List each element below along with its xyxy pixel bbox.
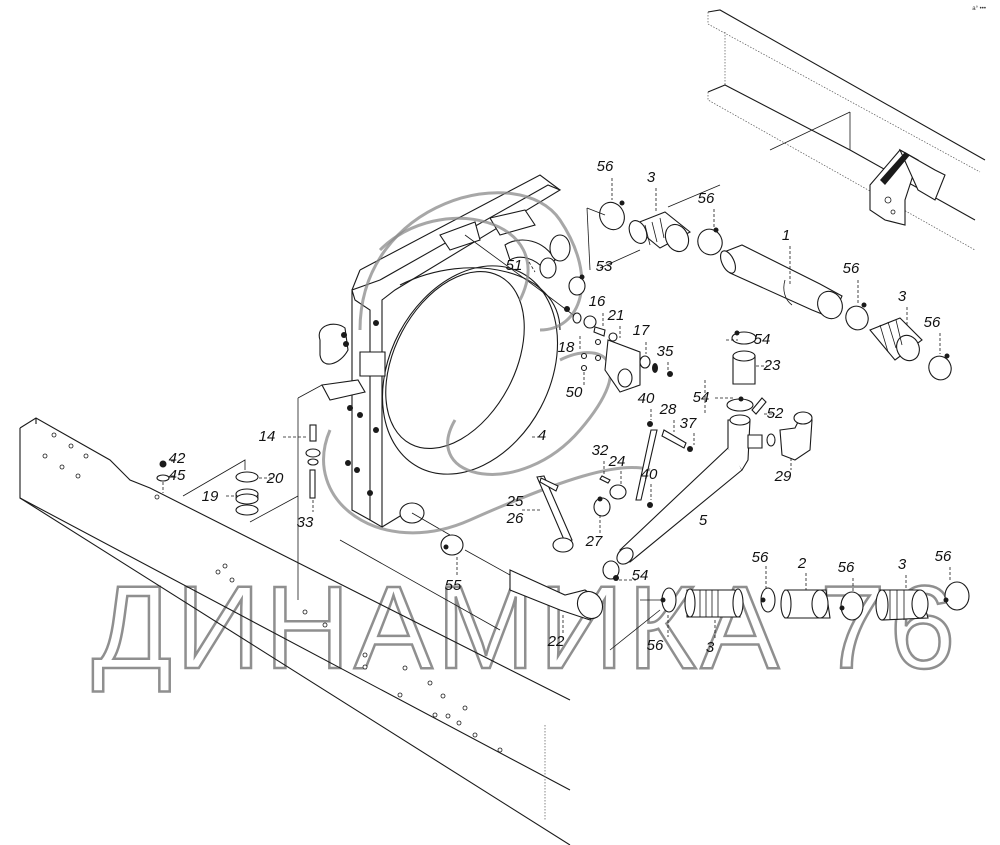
callout-50[interactable]: 50: [566, 384, 583, 401]
callout-40[interactable]: 40: [641, 466, 658, 483]
callout-32[interactable]: 32: [592, 442, 609, 459]
callout-3[interactable]: 3: [647, 169, 656, 186]
corner-mark: a° •••: [972, 6, 986, 12]
callout-40[interactable]: 40: [638, 390, 655, 407]
callout-29[interactable]: 29: [774, 468, 792, 485]
callout-56[interactable]: 56: [935, 548, 952, 565]
callout-28[interactable]: 28: [659, 401, 677, 418]
callout-55[interactable]: 55: [445, 577, 462, 594]
callout-3[interactable]: 3: [898, 556, 907, 573]
callout-17[interactable]: 17: [633, 322, 650, 339]
callout-54[interactable]: 54: [693, 389, 710, 406]
rail-holes: [42, 432, 503, 753]
mounting-hardware: [156, 424, 321, 523]
callout-14[interactable]: 14: [259, 428, 276, 445]
callout-19[interactable]: 19: [202, 488, 219, 505]
callout-56[interactable]: 56: [838, 559, 855, 576]
callout-3[interactable]: 3: [706, 639, 715, 656]
callout-37[interactable]: 37: [680, 415, 697, 432]
callout-54[interactable]: 54: [632, 567, 649, 584]
callout-42[interactable]: 42: [169, 450, 186, 467]
lower-mid-piping: [536, 330, 813, 581]
callout-27[interactable]: 27: [585, 533, 603, 550]
callout-51[interactable]: 51: [506, 257, 523, 274]
callout-56[interactable]: 56: [597, 158, 614, 175]
callout-35[interactable]: 35: [657, 343, 674, 360]
callout-23[interactable]: 23: [763, 357, 781, 374]
callout-45[interactable]: 45: [169, 467, 186, 484]
leader-lines: [171, 178, 951, 638]
callout-56[interactable]: 56: [924, 314, 941, 331]
callout-5[interactable]: 5: [699, 512, 708, 529]
upper-frame-rail: [707, 9, 986, 251]
callout-24[interactable]: 24: [608, 453, 626, 470]
callout-52[interactable]: 52: [767, 405, 784, 422]
callout-25[interactable]: 25: [506, 493, 524, 510]
callout-21[interactable]: 21: [607, 307, 625, 324]
lower-hose-22: [440, 534, 604, 621]
mid-hardware: [564, 306, 673, 393]
lower-charge-air-piping: [609, 581, 970, 651]
callout-26[interactable]: 26: [506, 510, 524, 527]
callout-33[interactable]: 33: [297, 514, 314, 531]
callout-56[interactable]: 56: [698, 190, 715, 207]
lower-frame-rail: [19, 417, 571, 845]
callout-53[interactable]: 53: [596, 258, 613, 275]
callout-22[interactable]: 22: [547, 633, 565, 650]
upper-charge-air-piping: [568, 184, 952, 381]
callout-4[interactable]: 4: [538, 427, 546, 444]
callout-54[interactable]: 54: [754, 331, 771, 348]
callout-18[interactable]: 18: [558, 339, 575, 356]
callout-20[interactable]: 20: [266, 470, 284, 487]
callout-1[interactable]: 1: [782, 227, 790, 244]
callout-2[interactable]: 2: [797, 555, 807, 572]
flow-lines: [322, 191, 651, 535]
callout-3[interactable]: 3: [898, 288, 907, 305]
callout-16[interactable]: 16: [589, 293, 606, 310]
callout-56[interactable]: 56: [647, 637, 664, 654]
callout-56[interactable]: 56: [752, 549, 769, 566]
callout-56[interactable]: 56: [843, 260, 860, 277]
callout-labels: 1233334514161718192021222324252627282932…: [169, 158, 952, 656]
